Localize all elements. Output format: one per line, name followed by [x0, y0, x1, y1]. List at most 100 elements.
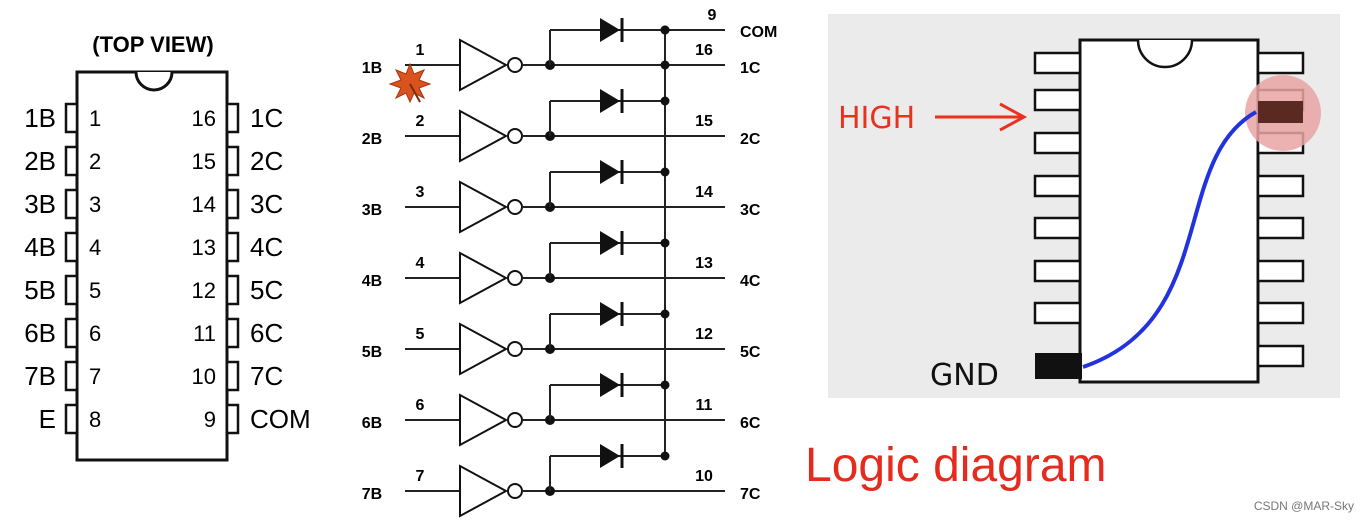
pin-name: 4C [250, 232, 283, 262]
input-label: 1B [362, 60, 382, 77]
pin-number: 1 [89, 106, 101, 131]
pin-number: 3 [89, 192, 101, 217]
pin-number: 4 [89, 235, 101, 260]
leaf-cursor-icon [388, 62, 432, 104]
input-label: 7B [362, 486, 382, 503]
pin-lead [225, 403, 240, 435]
junction-dot [660, 25, 670, 35]
output-pin-number: 16 [695, 42, 713, 59]
pin-name: 3C [250, 189, 283, 219]
pin-lead [225, 188, 240, 220]
pin-name: 1C [250, 103, 283, 133]
chip-illustration: HIGH GND [838, 38, 1321, 393]
pin-name: COM [250, 404, 311, 434]
pin-name: 1B [24, 103, 56, 133]
pin-lead [64, 317, 79, 349]
inverter-buffer [459, 180, 509, 234]
pin-number: 16 [192, 106, 216, 131]
watermark: CSDN @MAR-Sky [1253, 499, 1354, 513]
diode-symbol [600, 89, 620, 113]
inverter-buffer [459, 251, 509, 305]
pin-lead [64, 403, 79, 435]
chip-pin-left [1033, 216, 1082, 240]
diode-symbol [600, 231, 620, 255]
pin-lead [64, 145, 79, 177]
output-pin-number: 12 [695, 326, 713, 343]
inverter-bubble [507, 412, 523, 428]
diode-symbol [600, 444, 620, 468]
input-pin-number: 7 [416, 468, 425, 485]
pin-name: 6B [24, 318, 56, 348]
com-pin-number: 9 [708, 7, 717, 24]
pin-name: 6C [250, 318, 283, 348]
input-label: 3B [362, 202, 382, 219]
chip-pin-right [1256, 174, 1305, 198]
pin-number: 6 [89, 321, 101, 346]
junction-dot [660, 96, 670, 106]
pinout-title: (TOP VIEW) [92, 32, 213, 57]
pin-name: 7B [24, 361, 56, 391]
inverter-buffer [459, 38, 509, 92]
chip-pin-left [1033, 259, 1082, 283]
chip-pin-right [1256, 259, 1305, 283]
pin-name: 2B [24, 146, 56, 176]
diode-symbol [600, 160, 620, 184]
gnd-label: GND [930, 358, 999, 393]
chip-body [1078, 38, 1260, 384]
pin-name: 5B [24, 275, 56, 305]
pin-lead [64, 102, 79, 134]
output-label: 6C [740, 415, 761, 432]
pin-lead [64, 274, 79, 306]
pin-name: E [39, 404, 56, 434]
junction-dot [660, 238, 670, 248]
pin-lead [64, 188, 79, 220]
junction-dot [660, 451, 670, 461]
output-label: 2C [740, 131, 761, 148]
output-pin-number: 15 [695, 113, 713, 130]
high-label: HIGH [838, 101, 915, 136]
pin-number: 13 [192, 235, 216, 260]
input-pin-number: 2 [416, 113, 425, 130]
inverter-bubble [507, 57, 523, 73]
input-pin-number: 1 [416, 42, 425, 59]
pin-lead [225, 274, 240, 306]
junction-dot [660, 309, 670, 319]
output-label: 7C [740, 486, 761, 503]
pin-lead [64, 360, 79, 392]
ic-notch [134, 71, 174, 92]
logic-diagram-title: Logic diagram [805, 439, 1107, 492]
output-pin-number: 11 [696, 397, 713, 414]
pin-name: 5C [250, 275, 283, 305]
inverter-buffer [459, 322, 509, 376]
input-pin-number: 4 [416, 255, 425, 272]
inverter-bubble [507, 199, 523, 215]
inverter-buffer [459, 393, 509, 447]
pin-number: 9 [204, 407, 216, 432]
junction-dot [660, 60, 670, 70]
output-label: 5C [740, 344, 761, 361]
diode-symbol [600, 373, 620, 397]
logic-diagram: 9COM1B11C162B22C153B33C144B44C135B55C126… [362, 7, 777, 518]
output-label: 1C [740, 60, 761, 77]
gnd-pin [1035, 353, 1082, 379]
junction-dot [660, 167, 670, 177]
pin-name: 7C [250, 361, 283, 391]
inverter-bubble [507, 128, 523, 144]
chip-pin-left [1033, 301, 1082, 325]
chip-pin-right [1256, 344, 1305, 368]
chip-pin-right [1256, 216, 1305, 240]
input-label: 4B [362, 273, 382, 290]
pin-number: 7 [89, 364, 101, 389]
chip-pin-left [1033, 51, 1082, 75]
input-label: 2B [362, 131, 382, 148]
chip-pin-right [1256, 51, 1305, 75]
jumper-wire [1082, 110, 1257, 369]
output-pin-number: 10 [695, 468, 713, 485]
pin-lead [225, 317, 240, 349]
pin-name: 3B [24, 189, 56, 219]
pin-number: 15 [192, 149, 216, 174]
pin-number: 5 [89, 278, 101, 303]
pin-number: 10 [192, 364, 216, 389]
